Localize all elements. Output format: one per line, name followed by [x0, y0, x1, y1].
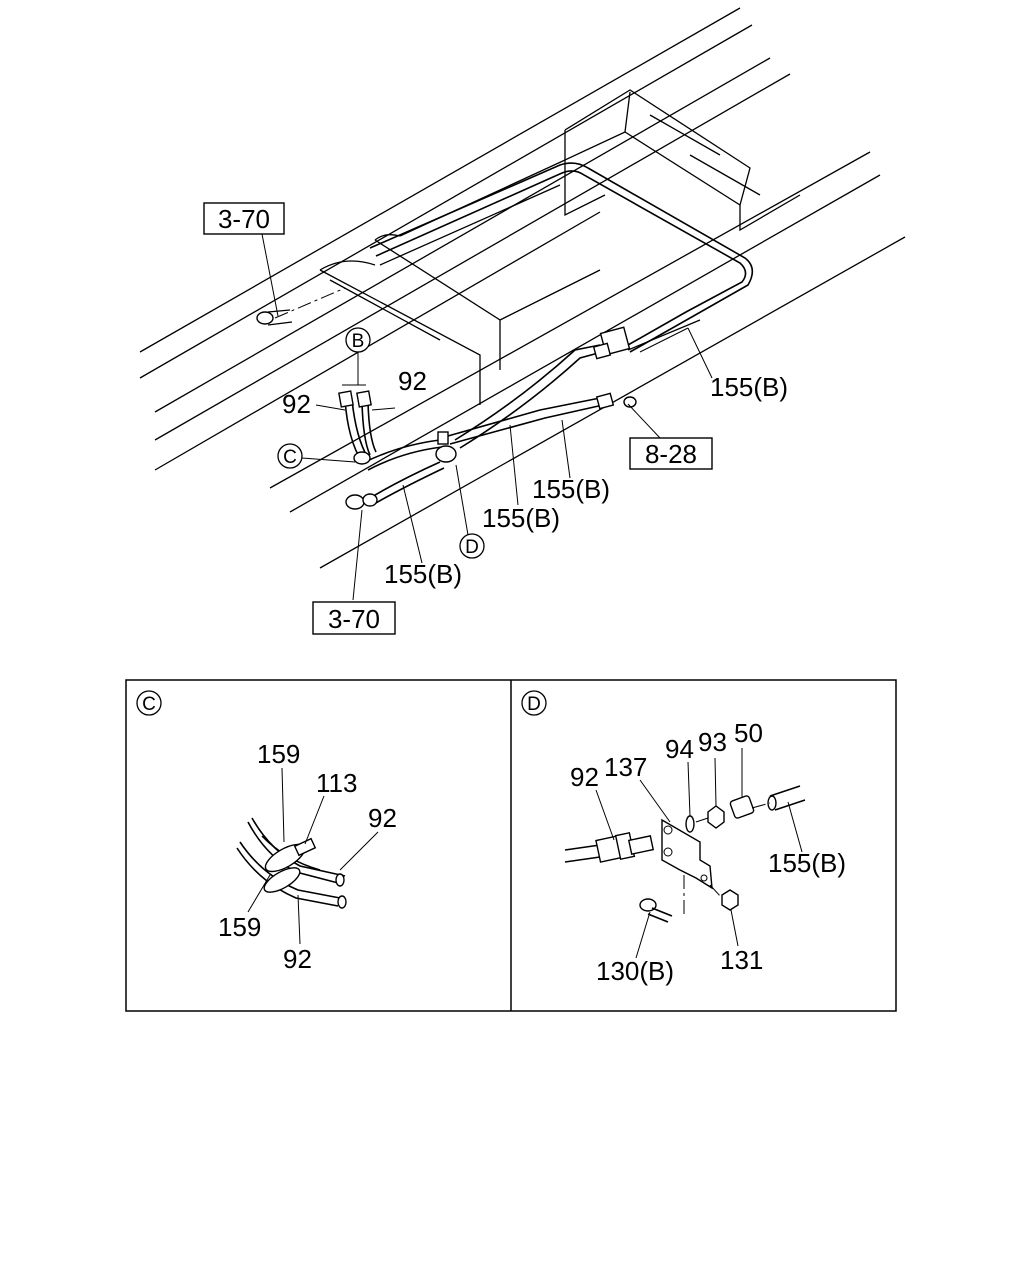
ref-box-top[interactable]: 3-70 — [203, 202, 285, 235]
bracket-assembly — [564, 785, 806, 923]
frame-rails — [139, 7, 906, 569]
label-d-130: 130(B) — [596, 956, 674, 986]
label-155-mid1: 155(B) — [532, 474, 610, 504]
label-c-92-bottom: 92 — [283, 944, 312, 974]
label-d-137: 137 — [604, 752, 647, 782]
label-d-93: 93 — [698, 727, 727, 757]
detail-panels-frame — [125, 679, 897, 1012]
fittings — [256, 287, 701, 510]
label-c-159-top: 159 — [257, 739, 300, 769]
detail-c-marker: C — [136, 690, 162, 716]
callout-d-letter: D — [465, 537, 479, 558]
label-d-50: 50 — [734, 718, 763, 748]
callout-d: D — [459, 533, 485, 559]
label-c-92-right: 92 — [368, 803, 397, 833]
label-92-left: 92 — [282, 389, 311, 419]
callout-b: B — [345, 327, 371, 353]
ref-box-right[interactable]: 8-28 — [629, 437, 713, 470]
detail-c: C 159 113 92 159 92 — [136, 690, 397, 974]
detail-d-marker: D — [521, 690, 547, 716]
label-d-92: 92 — [570, 762, 599, 792]
label-92-right: 92 — [398, 366, 427, 396]
label-c-113: 113 — [316, 768, 357, 798]
label-155-right: 155(B) — [710, 372, 788, 402]
detail-d: D — [521, 690, 846, 986]
ref-box-bottom[interactable]: 3-70 — [312, 601, 396, 635]
label-c-159-bottom: 159 — [218, 912, 261, 942]
label-d-155: 155(B) — [768, 848, 846, 878]
main-view: 3-70 3-70 8-28 B C D 92 92 155(B) 155(B)… — [139, 7, 906, 635]
label-155-mid2: 155(B) — [482, 503, 560, 533]
clamp-assembly — [236, 817, 347, 909]
label-d-131: 131 — [720, 945, 763, 975]
pipe-run — [344, 344, 604, 505]
callout-c-letter: C — [283, 447, 297, 468]
label-155-bottom: 155(B) — [384, 559, 462, 589]
detail-d-letter: D — [527, 694, 541, 715]
ref-label-right: 8-28 — [645, 439, 697, 469]
pipe-loop — [369, 162, 754, 353]
main-leaders — [261, 233, 713, 601]
ref-label-bottom: 3-70 — [328, 604, 380, 634]
callout-b-letter: B — [352, 331, 365, 352]
ref-label-top: 3-70 — [218, 204, 270, 234]
label-d-94: 94 — [665, 734, 694, 764]
detail-c-letter: C — [142, 694, 156, 715]
callout-c: C — [277, 443, 303, 469]
